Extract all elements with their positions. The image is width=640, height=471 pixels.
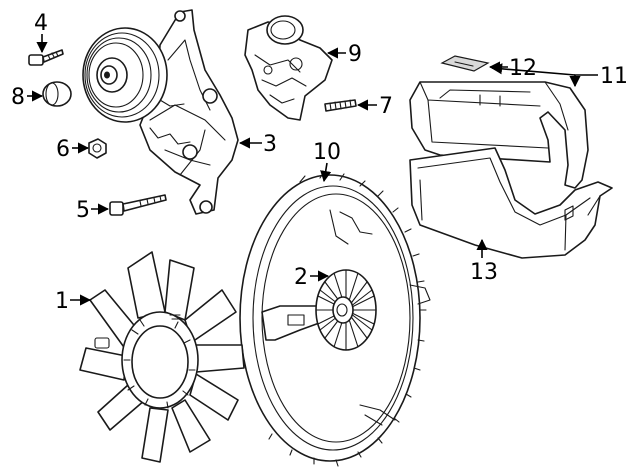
stud-part-7 [324, 99, 357, 112]
nut-part-6 [88, 138, 107, 159]
bolt-part-4 [28, 49, 64, 66]
leader-11 [569, 74, 598, 88]
callout-4: 4 [34, 11, 48, 36]
callout-5: 5 [76, 198, 90, 223]
callout-2: 2 [294, 265, 308, 290]
callout-8: 8 [11, 85, 25, 110]
plug-part-8 [42, 81, 72, 107]
callout-7: 7 [379, 94, 393, 119]
leader-lines [27, 34, 598, 306]
bolt-part-5 [109, 194, 167, 216]
thermostat-housing-part-9 [244, 15, 333, 121]
leader-11b [490, 63, 576, 76]
fan-blades-part-1 [79, 251, 245, 463]
callout-10: 10 [313, 140, 341, 165]
fan-clutch-part-2 [315, 269, 377, 351]
callout-6: 6 [56, 137, 70, 162]
callout-12: 12 [509, 56, 537, 81]
lower-shroud-part-13 [409, 147, 613, 259]
callout-labels: 1 2 3 4 5 6 7 8 9 10 11 12 13 [11, 11, 628, 314]
callout-11: 11 [600, 64, 628, 89]
callout-9: 9 [348, 42, 362, 67]
callout-3: 3 [263, 132, 277, 157]
callout-1: 1 [55, 289, 69, 314]
label-part-12 [440, 55, 490, 72]
water-pump-part-3 [82, 9, 239, 215]
leader-10 [320, 162, 332, 183]
callout-13: 13 [470, 260, 498, 285]
